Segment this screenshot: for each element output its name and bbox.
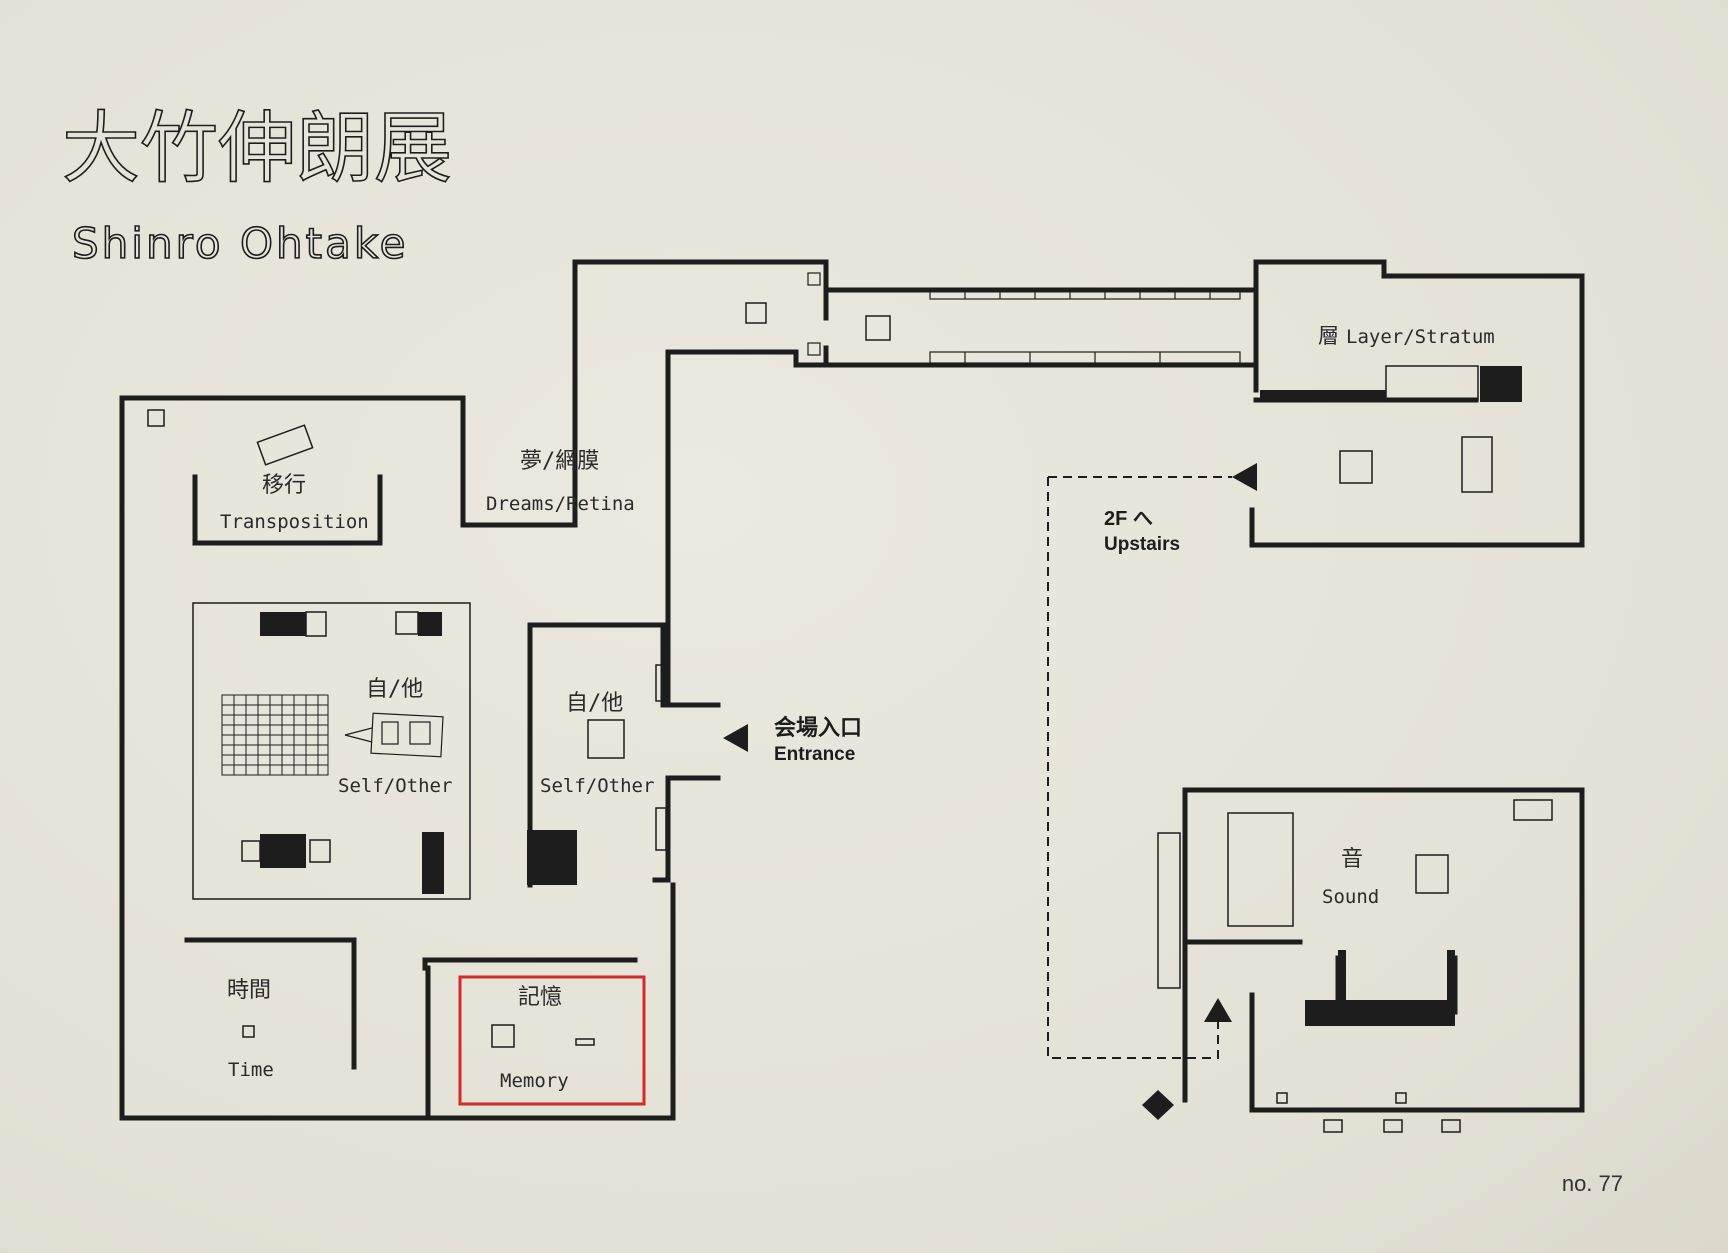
room-label-sound-jp: 音 xyxy=(1341,847,1363,872)
room-label-self-other-en: Self/Other xyxy=(338,775,452,797)
room-label-sound-en: Sound xyxy=(1322,886,1379,908)
exhibits xyxy=(147,302,1553,1133)
exhibition-title-en: Shinro Ohtake xyxy=(72,219,409,268)
room-label-layer-en: Layer/Stratum xyxy=(1346,326,1495,348)
room-label-memory-jp: 記憶 xyxy=(518,985,562,1010)
corridor-displays xyxy=(807,272,1241,364)
arrow-up-icon xyxy=(1204,998,1232,1022)
grid-artwork-large xyxy=(221,694,329,776)
room-label-layer-jp: 層 xyxy=(1318,324,1339,348)
room-label-transposition-jp: 移行 xyxy=(262,473,306,498)
upstairs-label-jp: 2F へ xyxy=(1104,508,1153,530)
memory-highlight-box xyxy=(458,975,646,1106)
upstairs-path xyxy=(1047,476,1232,1059)
filled-exhibits xyxy=(260,366,1522,1026)
exhibition-title-jp: 大竹伸朗展 xyxy=(62,104,452,194)
entrance-label-en: Entrance xyxy=(774,744,855,765)
page-number: no. 77 xyxy=(1561,1171,1623,1196)
upstairs-label-en: Upstairs xyxy=(1104,534,1180,555)
room-label-self-other-2-jp: 自/他 xyxy=(566,691,623,716)
room-label-time-en: Time xyxy=(228,1059,274,1081)
room-label-self-other-2-en: Self/Other xyxy=(540,775,654,797)
room-label-memory-en: Memory xyxy=(500,1070,569,1092)
entrance-arrow-icon xyxy=(723,724,748,752)
hut-artwork xyxy=(344,712,444,758)
room-label-time-jp: 時間 xyxy=(227,978,271,1003)
room-label-dreams-jp: 夢/網膜 xyxy=(520,449,599,474)
diamond-marker-icon xyxy=(1142,1090,1174,1120)
room-label-self-other-jp: 自/他 xyxy=(366,677,423,702)
self-other-gallery xyxy=(192,602,471,900)
entrance-label-jp: 会場入口 xyxy=(774,715,862,740)
room-label-transposition-en: Transposition xyxy=(220,511,369,533)
room-label-dreams-en: Dreams/Retina xyxy=(486,493,635,515)
arrow-left-icon xyxy=(1232,463,1257,491)
